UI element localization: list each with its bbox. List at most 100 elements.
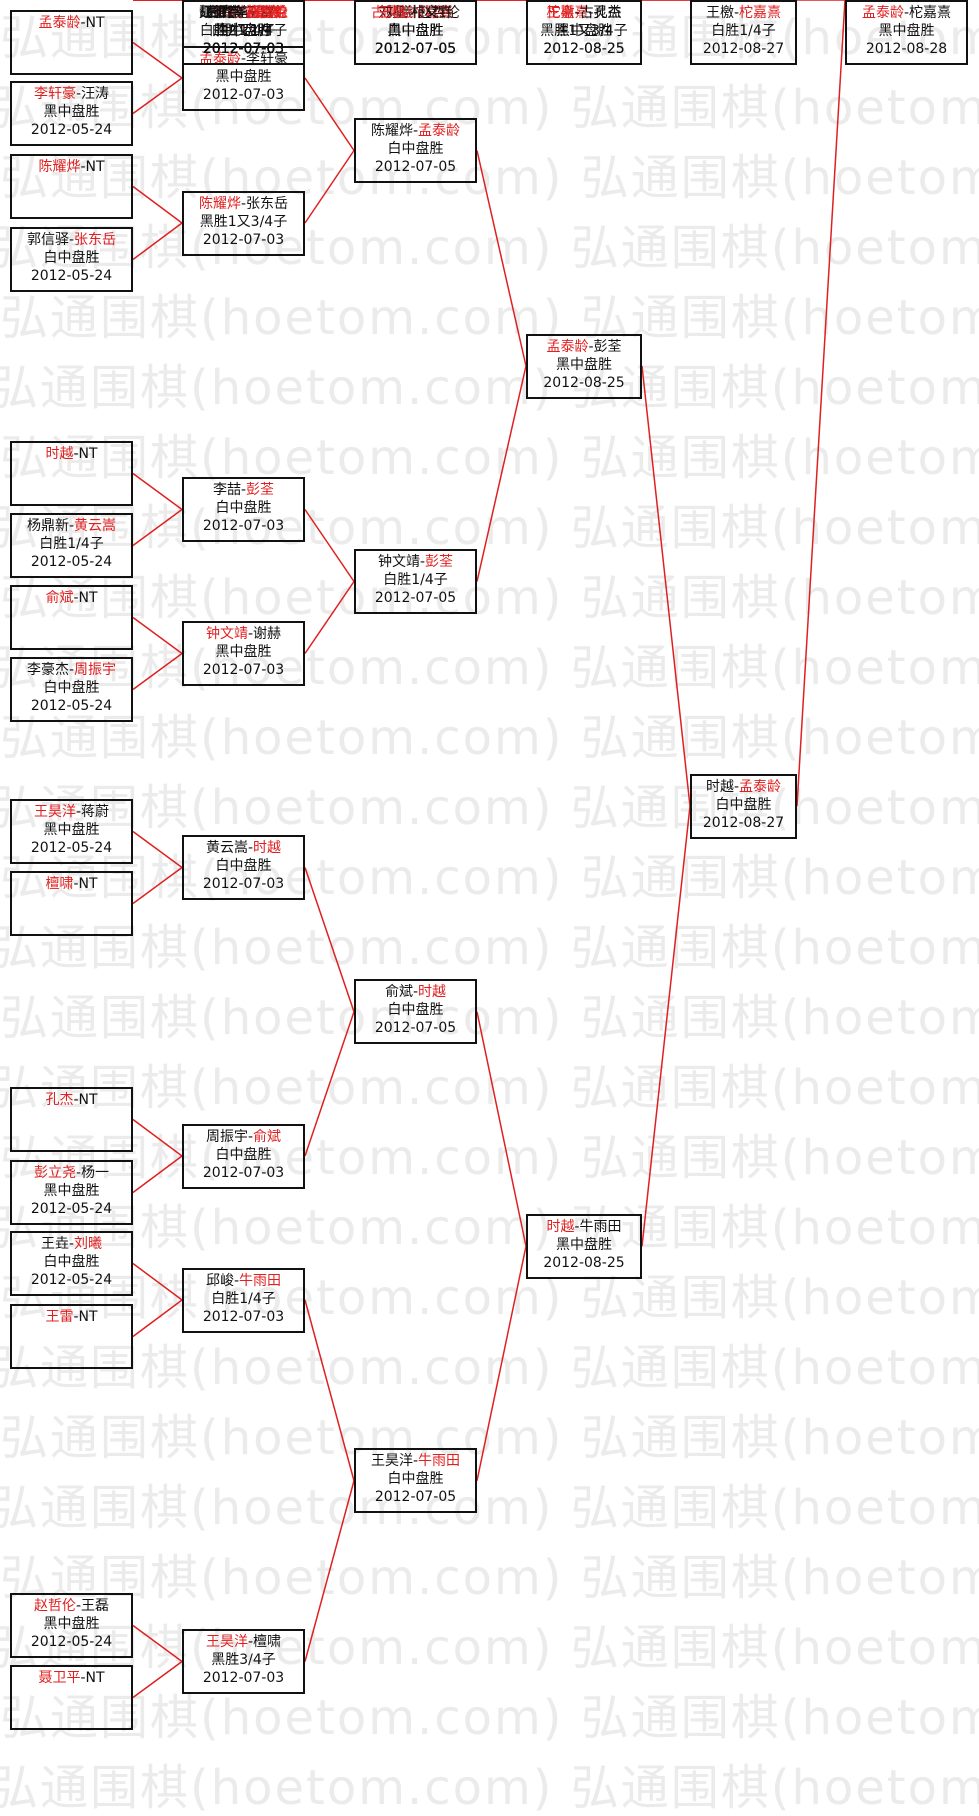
black-player-name: 陈耀烨	[370, 123, 413, 139]
white-player-name: NT	[78, 1309, 98, 1325]
match-date: 2012-07-05	[374, 159, 457, 175]
bracket-connector	[476, 150, 527, 367]
black-player-name: 丁伟	[212, 5, 241, 21]
player-separator: -	[588, 338, 594, 355]
match-result: 白中盘胜	[43, 680, 100, 696]
match-result: 白胜1/4子	[711, 23, 776, 39]
white-player-name: 杨一	[81, 1165, 110, 1181]
white-player-name: 牛雨田	[418, 1453, 461, 1470]
bracket-connector	[304, 581, 355, 654]
black-player-name: 周振宇	[205, 1128, 248, 1145]
white-player-name: 孟泰龄	[739, 778, 782, 795]
white-player-name: 柁嘉熹	[739, 5, 782, 21]
match-result: 白中盘胜	[715, 796, 772, 813]
white-player-name: 孔杰	[593, 5, 622, 21]
black-player-name: 李豪杰	[26, 662, 69, 678]
black-player-name: 刘曦	[384, 5, 413, 21]
match-players: 丁伟-刘星	[184, 4, 303, 22]
black-player-name: 王昊洋	[370, 1453, 413, 1470]
black-player-name: 钟文靖	[205, 626, 248, 642]
match-players: 李喆-彭荃	[184, 481, 303, 499]
match-date: 2012-05-24	[30, 840, 113, 856]
white-player-name: 王雷	[246, 5, 275, 21]
match-date: 2012-07-03	[202, 876, 285, 892]
match-players: 时越-牛雨田	[528, 1218, 640, 1236]
player-separator: -	[574, 1218, 580, 1235]
match-result: 白中盘胜	[215, 23, 272, 39]
match-result: 白中盘胜	[215, 23, 272, 39]
match-players: 王檄-朴文垚	[356, 4, 475, 22]
match-result: 白中盘胜	[215, 23, 272, 39]
match-players: 刘曦-王雷	[184, 4, 303, 22]
match-date: 2012-08-25	[543, 1254, 625, 1271]
bracket-connector	[304, 867, 355, 1012]
white-player-name: 张东岳	[74, 232, 117, 248]
white-player-name: 李轩豪	[246, 50, 289, 67]
player-separator: -	[75, 804, 82, 820]
white-player-name: 赵哲伦	[418, 5, 461, 21]
match-date: 2012-07-03	[202, 41, 285, 57]
player-separator: -	[68, 518, 75, 534]
black-player-name: 时越	[45, 446, 74, 462]
bracket-connector	[132, 1299, 183, 1338]
player-separator: -	[903, 5, 910, 21]
match-players: 陈耀烨-NT	[12, 158, 131, 176]
bracket-connector	[304, 509, 355, 582]
white-player-name: 朴文垚	[411, 5, 454, 21]
player-separator: -	[240, 5, 247, 21]
match-date: 2012-05-24	[30, 1201, 113, 1217]
white-player-name: 蒋蔚	[81, 804, 110, 820]
match-result: 白胜1/4子	[383, 572, 448, 588]
match-date: 2012-07-03	[202, 41, 285, 57]
white-player-name: 柁嘉熹	[909, 5, 952, 21]
white-player-name: 牛雨田	[579, 1218, 622, 1235]
bracket-connector	[641, 806, 691, 1247]
match-players: 邱峻-牛雨田	[184, 1272, 303, 1290]
match-players: 周振宇-俞斌	[184, 1128, 303, 1146]
match-result: 白中盘胜	[215, 858, 272, 874]
player-separator: -	[240, 5, 247, 21]
match-result: 白胜1/4子	[211, 23, 276, 39]
white-player-name: 黄云嵩	[74, 518, 117, 534]
bracket-connector	[132, 77, 183, 115]
match-result: 白中盘胜	[387, 1002, 444, 1019]
match-result: 黑中盘胜	[387, 23, 444, 39]
black-player-name: 邱峻	[205, 1272, 234, 1289]
match-players: 王昊洋-蒋蔚	[12, 803, 131, 821]
white-player-name: 牛雨田	[239, 1272, 282, 1289]
match-result: 黑中盘胜	[215, 68, 272, 85]
player-separator: -	[247, 5, 254, 21]
bracket-connector	[132, 1155, 183, 1194]
match-players: 檀啸-NT	[12, 875, 131, 893]
match-date: 2012-07-03	[202, 1308, 285, 1325]
match-result: 白中盘胜	[43, 1254, 100, 1270]
black-player-name: 胡耀宇	[198, 5, 241, 21]
bracket-connector	[132, 830, 183, 869]
white-player-name: NT	[78, 590, 98, 606]
player-separator: -	[75, 86, 82, 102]
bracket-connector	[304, 1480, 355, 1662]
bracket-connector	[132, 652, 183, 691]
match-date: 2012-07-05	[374, 1020, 457, 1037]
match-players: 时越-孟泰龄	[692, 778, 795, 796]
match-result: 黑中盘胜	[43, 104, 100, 120]
match-players: 钟文靖-彭荃	[356, 553, 475, 571]
player-separator: -	[412, 123, 419, 139]
match-players: 孟泰龄-柁嘉熹	[847, 4, 966, 22]
player-separator: -	[412, 5, 419, 21]
match-date: 2012-07-03	[202, 41, 285, 57]
white-player-name: 孟泰龄	[418, 123, 461, 139]
match-players: 古力-柁嘉熹	[184, 4, 303, 22]
match-date: 2012-07-03	[202, 41, 285, 57]
match-result: 黑中盘胜	[878, 23, 935, 39]
